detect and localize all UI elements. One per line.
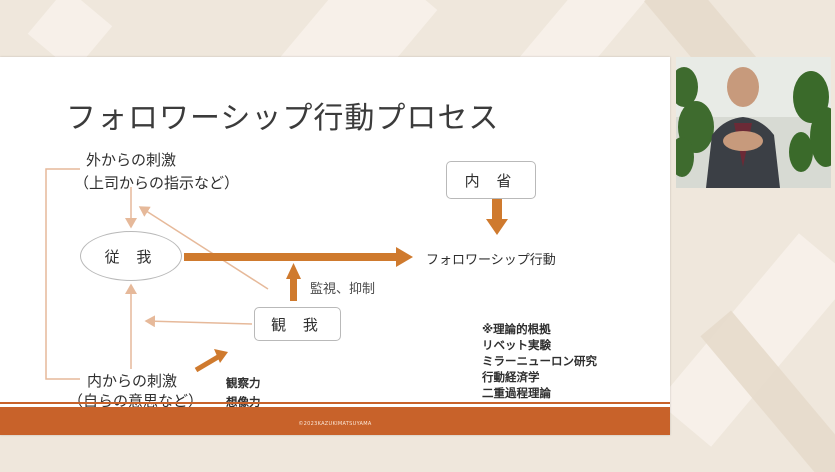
abilities-arrow-head [214,349,228,363]
presenter-head [727,67,759,107]
abilities-arrow-shaft [194,354,220,373]
slide-title: フォロワーシップ行動プロセス [66,101,500,136]
observe-self-node: 観 我 [254,307,341,341]
copyright-text: ©2023KAZUKIMATSUYAMA [298,421,372,427]
external-stimulus-label: 外からの刺激 [86,151,177,169]
followership-diagram [45,168,508,380]
feedback-bracket-line [45,168,80,380]
monitor-suppress-label: 監視、抑制 [310,282,376,297]
presenter-hands [723,131,763,151]
plant-right [789,71,831,172]
introspection-node: 内 省 [446,161,536,199]
observe-self-label: 観 我 [271,315,324,334]
plant-left [676,67,714,177]
footer-rule [0,402,670,404]
reference-item: 二重過程理論 [482,386,551,400]
reference-item: 行動経済学 [482,370,540,384]
reference-heading: ※理論的根拠 [482,322,551,336]
introspection-arrow-shaft [492,199,502,219]
internal-stimulus-label: 内からの刺激 [87,372,178,390]
followership-action-label: フォロワーシップ行動 [426,253,556,268]
presenter-webcam-video [676,57,831,188]
slide-footer: ©2023KAZUKIMATSUYAMA [0,402,670,435]
introspection-label: 内 省 [464,171,518,190]
internal-stimulus-example: （自らの意思など） [68,392,204,410]
external-stimulus-example: （上司からの指示など） [74,174,240,192]
observe-to-left-arrow [144,315,253,328]
main-action-arrow-shaft [184,253,396,261]
monitor-arrow-shaft [290,279,297,301]
follow-self-label: 従 我 [104,247,158,266]
introspection-arrow-head [486,219,508,235]
ability-observation: 観察力 [226,376,261,390]
monitor-arrow-head [286,263,301,279]
observe-to-stimulus-arrow [138,206,269,290]
follow-self-node: 従 我 [80,231,182,281]
presenter-video-frame [676,57,831,188]
reference-item: リベット実験 [482,338,551,352]
reference-item: ミラーニューロン研究 [482,354,597,368]
presentation-slide: フォロワーシップ行動プロセス 外からの刺激 （上司からの指示など） [0,57,670,435]
main-action-arrow-head [396,247,413,267]
